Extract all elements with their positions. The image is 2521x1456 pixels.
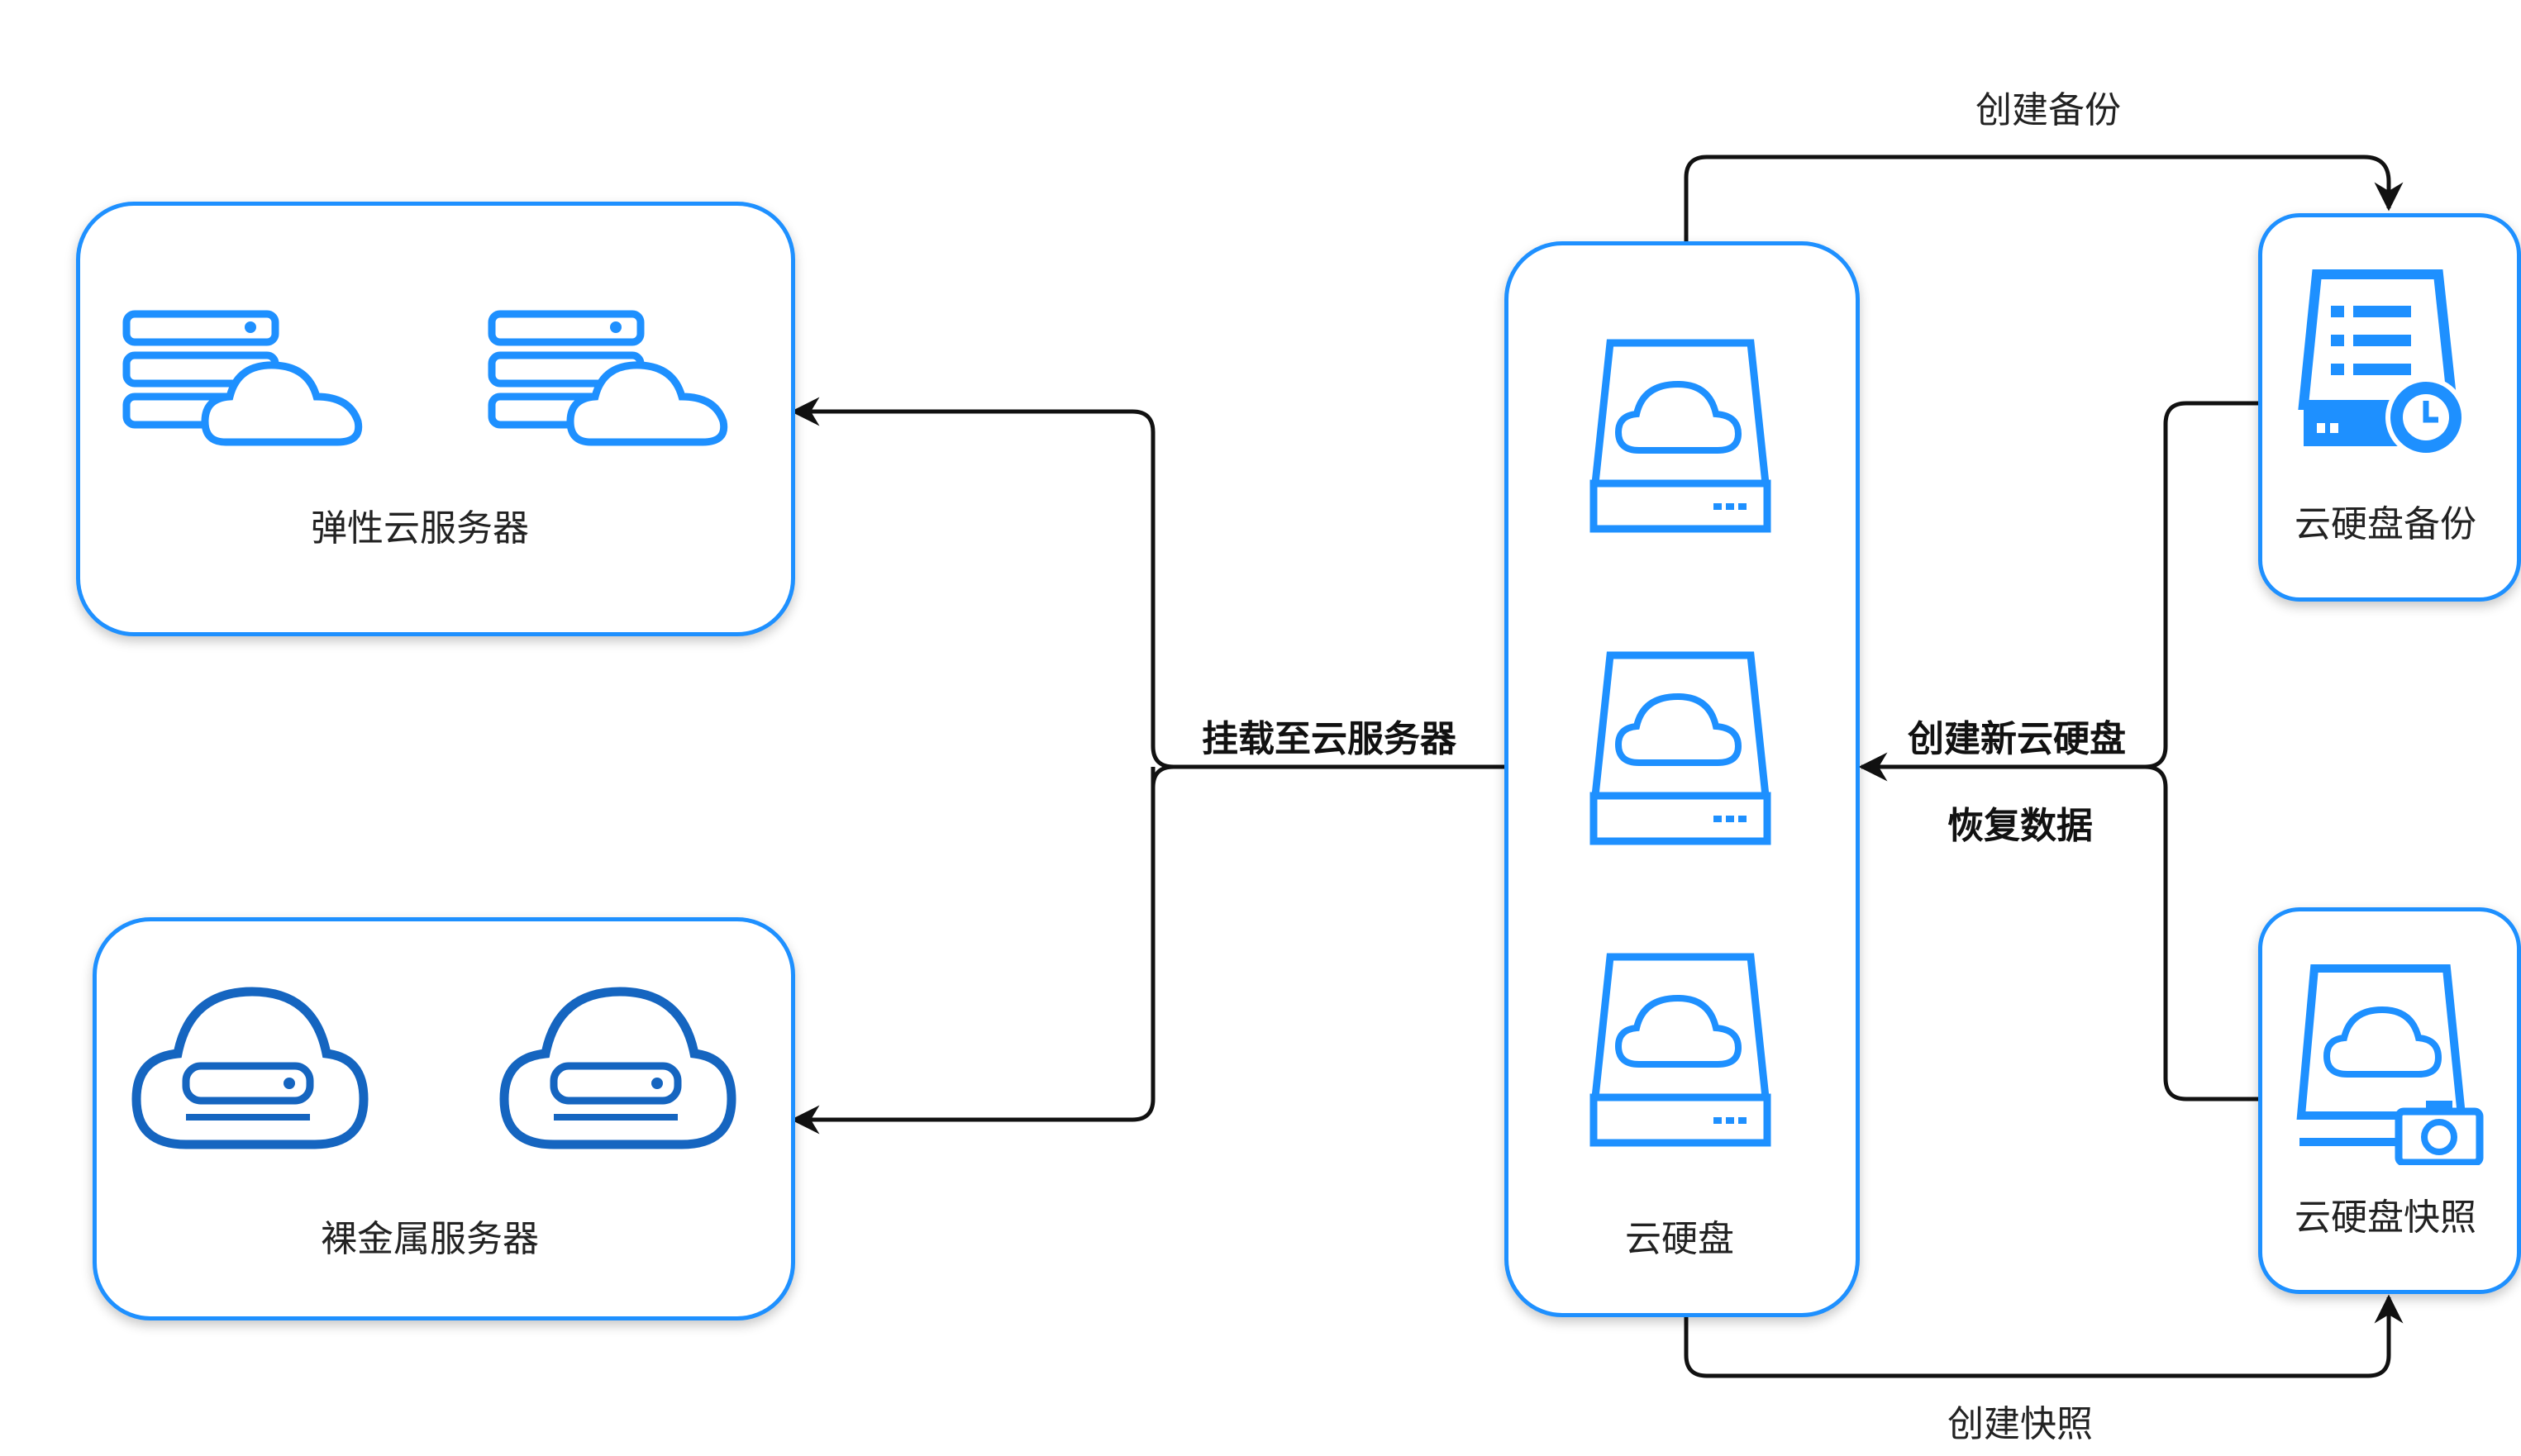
backup-label: 云硬盘备份: [2295, 503, 2476, 545]
cloud-server-icon: [488, 310, 728, 446]
edge-label-create-snapshot: 创建快照: [1947, 1403, 2093, 1445]
cloud-disk-icon: [1589, 953, 1771, 1147]
cloud-disk-icon: [1589, 651, 1771, 845]
edge-create-snapshot: [1684, 1294, 2404, 1378]
bms-label: 裸金属服务器: [321, 1218, 539, 1260]
edge-attach-bms: [790, 767, 1156, 1135]
edge-label-attach: 挂载至云服务器: [1202, 718, 1456, 760]
snapshot-label: 云硬盘快照: [2295, 1197, 2476, 1239]
cloud-server-icon: [122, 310, 363, 446]
cloud-baremetal-icon: [131, 987, 369, 1149]
edge-attach-ecs: [790, 397, 1504, 769]
disk-snapshot-icon: [2296, 964, 2484, 1165]
cloud-disk-icon: [1589, 339, 1771, 533]
edge-label-restore-data: 恢复数据: [1947, 805, 2093, 847]
edge-label-create-backup: 创建备份: [1975, 89, 2121, 131]
evs-label: 云硬盘: [1625, 1218, 1734, 1260]
edge-label-create-new-disk: 创建新云硬盘: [1908, 718, 2126, 760]
disk-backup-icon: [2298, 269, 2466, 458]
ecs-label: 弹性云服务器: [311, 507, 529, 550]
edge-snapshot-restore: [2144, 764, 2258, 1102]
edge-backup-restore: [1858, 401, 2258, 782]
edge-create-backup: [1684, 155, 2404, 241]
cloud-baremetal-icon: [499, 987, 736, 1149]
